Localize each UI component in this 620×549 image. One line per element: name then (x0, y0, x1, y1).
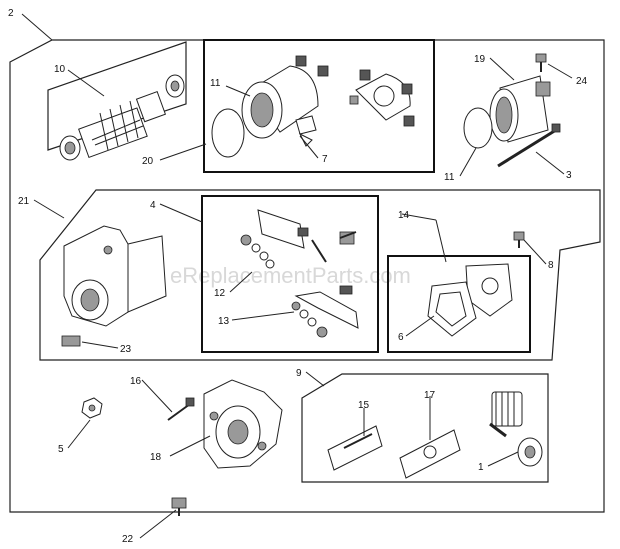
gasket-part[interactable] (427, 281, 477, 337)
callout-15: 15 (358, 400, 370, 411)
callout-6: 6 (398, 332, 404, 343)
leader-9 (305, 371, 325, 387)
callout-14: 14 (398, 210, 410, 221)
leader-4 (159, 203, 203, 223)
callout-3: 3 (566, 170, 572, 181)
contact-plate-upper-part[interactable] (257, 209, 357, 263)
field-coil-box (203, 39, 435, 173)
leader-11b (459, 147, 477, 177)
callout-11-seal-right: 11 (444, 172, 455, 183)
leader-18 (169, 435, 211, 457)
leader-10 (67, 69, 105, 97)
leader-1 (487, 451, 519, 467)
callout-23: 23 (120, 344, 132, 355)
callout-17: 17 (424, 390, 436, 401)
o-ring-seal-part[interactable] (463, 107, 493, 149)
callout-11-seal-left: 11 (210, 78, 221, 89)
bolt-22-part[interactable] (171, 497, 187, 516)
screw-8-part[interactable] (513, 231, 525, 248)
leader-5 (67, 419, 91, 449)
callout-21: 21 (18, 196, 30, 207)
screw-24-part[interactable] (535, 53, 547, 72)
leader-23 (81, 341, 119, 349)
callout-22: 22 (122, 534, 134, 545)
gear-housing-part[interactable] (63, 225, 167, 327)
callout-18: 18 (150, 452, 162, 463)
pinion-gear-part[interactable] (517, 437, 543, 467)
nut-5-part[interactable] (81, 397, 103, 419)
drive-spring-card-part[interactable] (327, 425, 383, 471)
cover-gasket-box (387, 255, 531, 353)
leader-12 (229, 271, 253, 293)
field-coil-housing-part[interactable] (211, 55, 329, 158)
callout-13: 13 (218, 316, 230, 327)
clutch-drive-part[interactable] (489, 391, 523, 438)
terminal-hardware-lower-part[interactable] (291, 301, 328, 338)
callout-2: 2 (8, 8, 14, 19)
leader-22 (139, 509, 177, 539)
leader-8 (523, 239, 547, 265)
leader-24 (547, 63, 573, 79)
leader-20 (159, 143, 207, 161)
leader-7 (299, 135, 319, 159)
leader-2 (21, 13, 53, 41)
callout-20: 20 (142, 156, 154, 167)
brush-holder-part[interactable] (349, 69, 415, 127)
callout-8: 8 (548, 260, 554, 271)
leader-14b (435, 219, 447, 263)
solenoid-contacts-box (201, 195, 379, 353)
callout-5: 5 (58, 444, 64, 455)
leader-14a (401, 213, 437, 221)
leader-21 (33, 199, 65, 219)
bolt-23-part[interactable] (61, 335, 81, 347)
callout-1: 1 (478, 462, 484, 473)
leader-11a (225, 85, 251, 97)
leader-19 (489, 57, 515, 81)
leader-6 (405, 315, 435, 337)
callout-24: 24 (576, 76, 588, 87)
bolt-16-part[interactable] (167, 397, 195, 421)
callout-4: 4 (150, 200, 156, 211)
callout-9: 9 (296, 368, 302, 379)
callout-16: 16 (130, 376, 142, 387)
housing-group-frame (39, 189, 601, 361)
armature-part[interactable] (59, 74, 185, 161)
front-housing-part[interactable] (203, 379, 283, 469)
callout-19: 19 (474, 54, 486, 65)
leader-16 (141, 379, 173, 413)
contact-plate-lower-part[interactable] (294, 285, 359, 329)
terminal-hardware-upper-part[interactable] (240, 234, 275, 269)
callout-12: 12 (214, 288, 226, 299)
leader-3 (535, 151, 565, 175)
leader-13 (231, 311, 295, 321)
callout-7: 7 (322, 154, 328, 165)
drive-lever-card-part[interactable] (399, 429, 461, 479)
yoke-cover-part[interactable] (489, 75, 551, 143)
drive-group-frame (301, 373, 549, 483)
watermark-text: eReplacementParts.com (170, 263, 411, 288)
through-bolt-part[interactable] (497, 123, 561, 168)
callout-10: 10 (54, 64, 66, 75)
kit-frame (9, 39, 605, 513)
